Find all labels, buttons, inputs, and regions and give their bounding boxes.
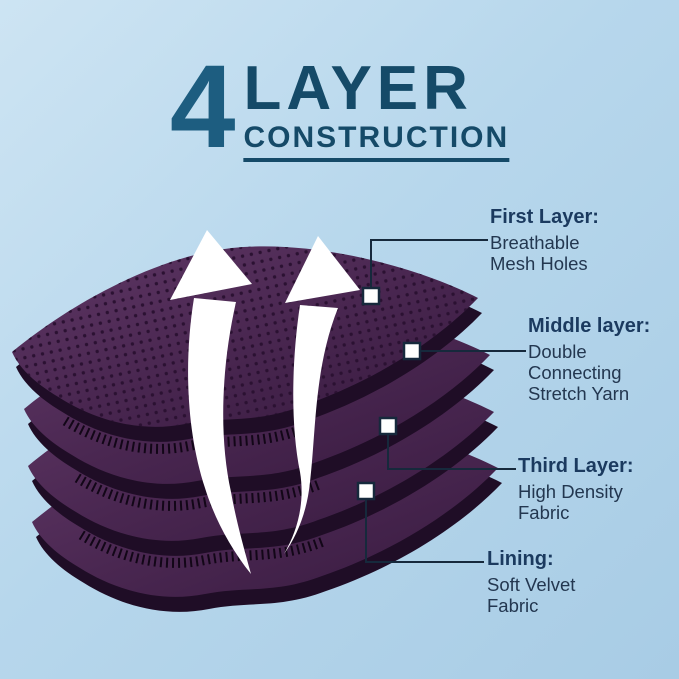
airflow-arrow-icon <box>170 230 252 574</box>
callout-text: Fabric <box>518 502 570 523</box>
callout-lining: Lining: Soft Velvet Fabric <box>487 548 575 616</box>
callout-line-lining <box>365 499 484 563</box>
callout-markers <box>356 286 422 501</box>
callout-lines <box>365 239 526 563</box>
layer-marker-middle <box>402 341 422 361</box>
layer-marker-third <box>378 416 398 436</box>
airflow-arrow-icon <box>284 236 360 554</box>
callout-first-layer: First Layer: Breathable Mesh Holes <box>490 206 599 274</box>
callout-heading: First Layer: <box>490 206 599 228</box>
title-subtitle: CONSTRUCTION <box>243 121 510 162</box>
callout-text: Fabric <box>487 595 539 616</box>
layer-marker-lining <box>356 481 376 501</box>
callout-heading: Lining: <box>487 548 554 570</box>
callout-text: Connecting <box>528 362 622 383</box>
callout-text: Stretch Yarn <box>528 383 630 404</box>
callout-middle-layer: Middle layer: Double Connecting Stretch … <box>528 315 650 404</box>
callout-heading: Third Layer: <box>518 455 634 477</box>
callout-heading: Middle layer: <box>528 315 651 337</box>
layer-marker-first <box>361 286 381 306</box>
callout-text: Soft Velvet <box>487 574 576 595</box>
callout-line-first <box>370 239 488 288</box>
callout-text: Mesh Holes <box>490 253 588 274</box>
callout-text: Breathable <box>490 232 580 253</box>
callout-text: High Density <box>518 481 623 502</box>
callout-third-layer: Third Layer: High Density Fabric <box>518 455 634 523</box>
title-word: LAYER <box>243 54 473 123</box>
page-title: 4 LAYER CONSTRUCTION <box>169 41 510 173</box>
callout-text: Double <box>528 341 587 362</box>
title-number: 4 <box>169 41 236 173</box>
callout-line-third <box>387 434 516 470</box>
